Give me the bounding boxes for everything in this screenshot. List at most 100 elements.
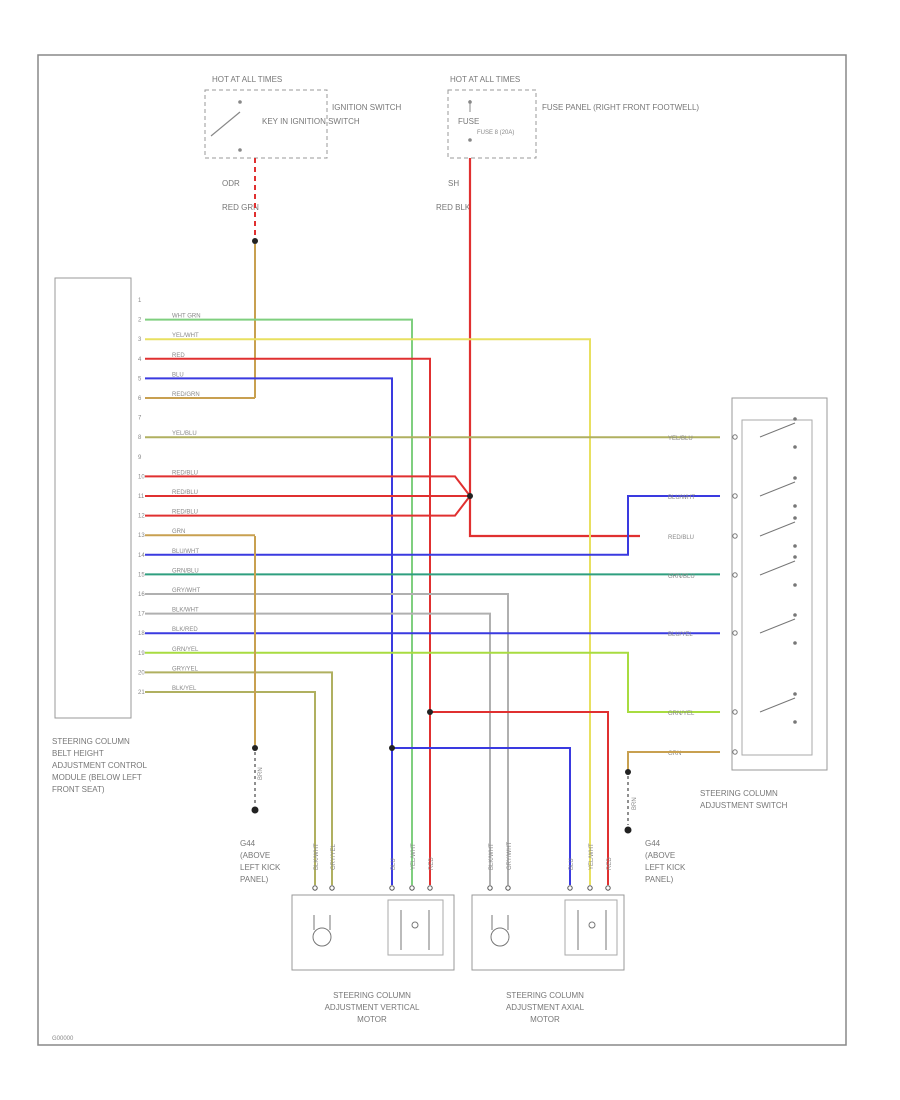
module-wires: WHT GRNYEL/WHTREDBLURED/GRNYEL/BLURED/BL… <box>145 314 720 885</box>
module-wire-label: RED/BLU <box>172 510 198 516</box>
module-wire-label: RED <box>172 353 185 359</box>
switch-blade <box>759 697 796 713</box>
module-wire-label: BLU <box>172 372 184 378</box>
switch-contact <box>793 516 797 520</box>
switch-contact <box>793 417 797 421</box>
switch-contact <box>793 583 797 587</box>
vertical-motor-wire-label: BLK/WHT <box>314 843 320 870</box>
axial-motor-wire-label: YEL/WHT <box>589 843 595 870</box>
wire-axial-red <box>430 711 609 885</box>
wire-right-color: RED BLK <box>436 203 471 212</box>
switch-terminal <box>732 749 738 755</box>
switch-wire-label: GRN/YEL <box>668 711 695 717</box>
module-pin-12: 12 <box>138 514 145 520</box>
switch-contact <box>793 641 797 645</box>
motor-connector <box>312 885 318 891</box>
splice-blue <box>389 745 395 751</box>
switch-wire-labels: YEL/BLUBLU/WHTRED/BLUGRN/BLUBLU/YELGRN/Y… <box>668 436 695 757</box>
module-pin-10: 10 <box>138 474 145 480</box>
key-in-ignition-switch: KEY IN IGNITION SWITCH <box>262 117 360 126</box>
module-wire-label: BLU/WHT <box>172 549 199 555</box>
module-pin-16: 16 <box>138 592 145 598</box>
module-pin-2: 2 <box>138 318 142 324</box>
splice-node <box>467 493 473 499</box>
motor-sensor <box>411 921 419 929</box>
switch-blade <box>759 422 796 438</box>
motor-connector <box>329 885 335 891</box>
hot-at-all-times-right: HOT AT ALL TIMES <box>450 75 520 84</box>
wire-pin17 <box>145 612 491 885</box>
module-pin-9: 9 <box>138 455 142 461</box>
wire-pin21 <box>145 691 316 885</box>
switch-blade <box>759 521 796 537</box>
switch-wire-label: GRN/BLU <box>668 574 695 580</box>
module-wire-label: BLK/WHT <box>172 608 199 614</box>
switch-terminal <box>732 434 738 440</box>
motor-connector <box>487 885 493 891</box>
switch-blade <box>759 560 796 576</box>
hot-at-all-times-left: HOT AT ALL TIMES <box>212 75 282 84</box>
module-pin-14: 14 <box>138 553 145 559</box>
switch-contact <box>793 613 797 617</box>
switch-terminal <box>732 709 738 715</box>
ground-right-wire-label: BRN <box>632 797 638 810</box>
module-wire-label: WHT GRN <box>172 314 201 320</box>
switch-contact <box>793 445 797 449</box>
motor-connector <box>427 885 433 891</box>
motor-connector <box>567 885 573 891</box>
axial-motor-wire-label: BLU <box>569 858 575 870</box>
wire-pin20 <box>145 671 333 885</box>
module-wire-label: GRY/YEL <box>172 666 199 672</box>
module-pin-21: 21 <box>138 690 145 696</box>
module-wire-label: RED/GRN <box>172 392 200 398</box>
module-wire-label: RED/BLU <box>172 470 198 476</box>
module-wire-label: BLK/RED <box>172 627 198 633</box>
switch-contact <box>793 555 797 559</box>
module-pin-18: 18 <box>138 631 145 637</box>
wire-pin14 <box>145 495 720 556</box>
wire-left-color: RED GRN <box>222 203 259 212</box>
module-pin-13: 13 <box>138 533 145 539</box>
switch-blade <box>759 618 796 634</box>
switch-terminal <box>732 493 738 499</box>
fuse-label: FUSE 8 (20A) <box>477 130 514 136</box>
wire-pin12 <box>145 495 471 517</box>
module-wire-label: GRN/BLU <box>172 568 199 574</box>
module-wire-label: BLK/YEL <box>172 686 197 692</box>
axial-motor-wire-label: RED <box>607 857 613 870</box>
motor-armature <box>312 927 332 947</box>
motor-connector <box>409 885 415 891</box>
switch-contact <box>793 692 797 696</box>
wire-pin3 <box>145 338 591 885</box>
fuse-left-label: FUSE <box>458 117 479 126</box>
fuse-feed-wire <box>468 158 640 538</box>
module-wire-label: GRY/WHT <box>172 588 201 594</box>
motor-connector <box>505 885 511 891</box>
ignition-switch-label: IGNITION SWITCH <box>332 103 402 112</box>
module-pin-8: 8 <box>138 435 142 441</box>
motor-sensor <box>588 921 596 929</box>
module-wire-label: GRN/YEL <box>172 647 199 653</box>
module-pin-17: 17 <box>138 612 145 618</box>
switch-wire-label: BLU/YEL <box>668 632 693 638</box>
switch-blade <box>759 481 796 497</box>
switch-contact <box>793 504 797 508</box>
switch-contact <box>793 720 797 724</box>
motor-connector <box>587 885 593 891</box>
switch-contact <box>793 544 797 548</box>
adjustment-switch-box <box>731 397 828 771</box>
module-pin-5: 5 <box>138 376 142 382</box>
fuse-panel-label: FUSE PANEL (RIGHT FRONT FOOTWELL) <box>542 103 699 112</box>
wire-pin16 <box>145 593 509 885</box>
motor-internals <box>312 910 607 950</box>
wire-right-top: SH <box>448 179 459 188</box>
module-pin-20: 20 <box>138 670 145 676</box>
